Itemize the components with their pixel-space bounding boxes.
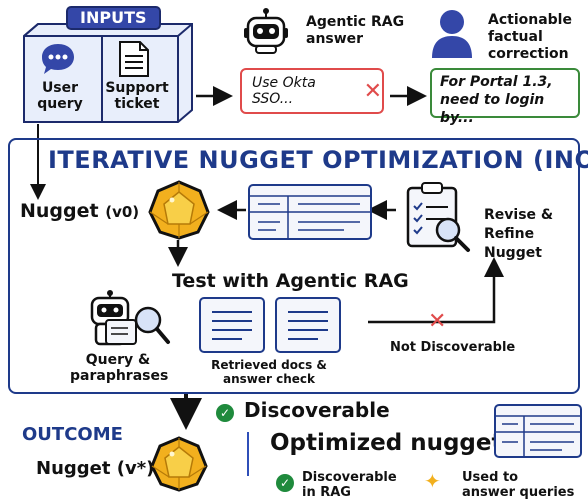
discoverable-rag-label: Discoverable in RAG <box>302 470 397 500</box>
query-line1: Query & <box>85 352 151 368</box>
discoverable-rag-check-icon: ✓ <box>276 474 294 492</box>
used-line2: answer queries <box>462 485 575 500</box>
correction-box: For Portal 1.3, need to login by... <box>430 68 580 126</box>
revise-refine-label: Revise & Refine Nugget <box>484 206 588 263</box>
not-discoverable-x-icon: ✕ <box>428 309 447 334</box>
retrieved-line2: answer check <box>223 372 315 386</box>
agentic-answer-box: Use Okta SSO... ✕ <box>240 68 384 114</box>
nugget-v0-name: Nugget <box>20 200 99 222</box>
user-query-label: User query <box>37 80 83 112</box>
used-answer-label: Used to answer queries <box>462 470 574 500</box>
optimized-nugget-label: Optimized nugget <box>270 430 503 456</box>
test-agentic-rag-label: Test with Agentic RAG <box>172 270 409 292</box>
disc-rag-line1: Discoverable <box>302 470 397 485</box>
actionable-correction-label: Actionable factual correction <box>488 12 572 62</box>
nugget-table-icon <box>248 184 372 240</box>
nugget-gem-final-icon <box>150 436 208 492</box>
query-robot-icon <box>90 290 170 346</box>
discoverable-label: Discoverable <box>244 398 390 422</box>
not-discoverable-label: Not Discoverable <box>390 340 516 355</box>
agentic-rag-answer-label: Agentic RAG answer <box>306 14 405 47</box>
ticket-document-icon <box>119 41 149 77</box>
used-line1: Used to <box>462 470 519 485</box>
ino-panel <box>8 138 580 394</box>
revise-line1: Revise & <box>484 207 554 223</box>
person-icon <box>432 10 472 58</box>
retrieved-line1: Retrieved docs & <box>211 358 327 372</box>
nugget-gem-icon <box>148 180 210 240</box>
chat-bubble-icon <box>42 44 74 74</box>
inputs-tab: INPUTS <box>66 6 161 30</box>
robot-icon <box>244 8 288 54</box>
correction-text-line1: For Portal 1.3, <box>440 74 553 90</box>
nugget-v0-label: Nugget (v0) <box>20 200 139 222</box>
agentic-answer-text: Use Okta SSO... <box>252 75 316 107</box>
retrieved-docs-label: Retrieved docs & answer check <box>196 358 342 386</box>
query-paraphrases-label: Query & paraphrases <box>70 352 169 384</box>
nugget-vstar-label: Nugget (v*) <box>36 458 155 479</box>
optimized-table-icon <box>494 404 582 458</box>
disc-rag-line2: in RAG <box>302 485 351 500</box>
retrieved-docs-icon <box>199 297 341 353</box>
support-ticket-label: Support ticket <box>105 80 169 112</box>
error-x-icon: ✕ <box>363 78 382 104</box>
discoverable-check-icon: ✓ <box>216 404 234 422</box>
outcome-label: OUTCOME <box>22 424 123 445</box>
correction-text-line2: need to login by... <box>440 92 545 126</box>
clipboard-magnifier-icon <box>406 182 470 252</box>
ino-title: ITERATIVE NUGGET OPTIMIZATION (INO) <box>48 146 588 174</box>
nugget-v0-version: (v0) <box>105 203 140 221</box>
revise-line2: Refine Nugget <box>484 226 542 261</box>
query-line2: paraphrases <box>70 368 169 384</box>
sparkle-icon: ✦ <box>424 469 441 493</box>
